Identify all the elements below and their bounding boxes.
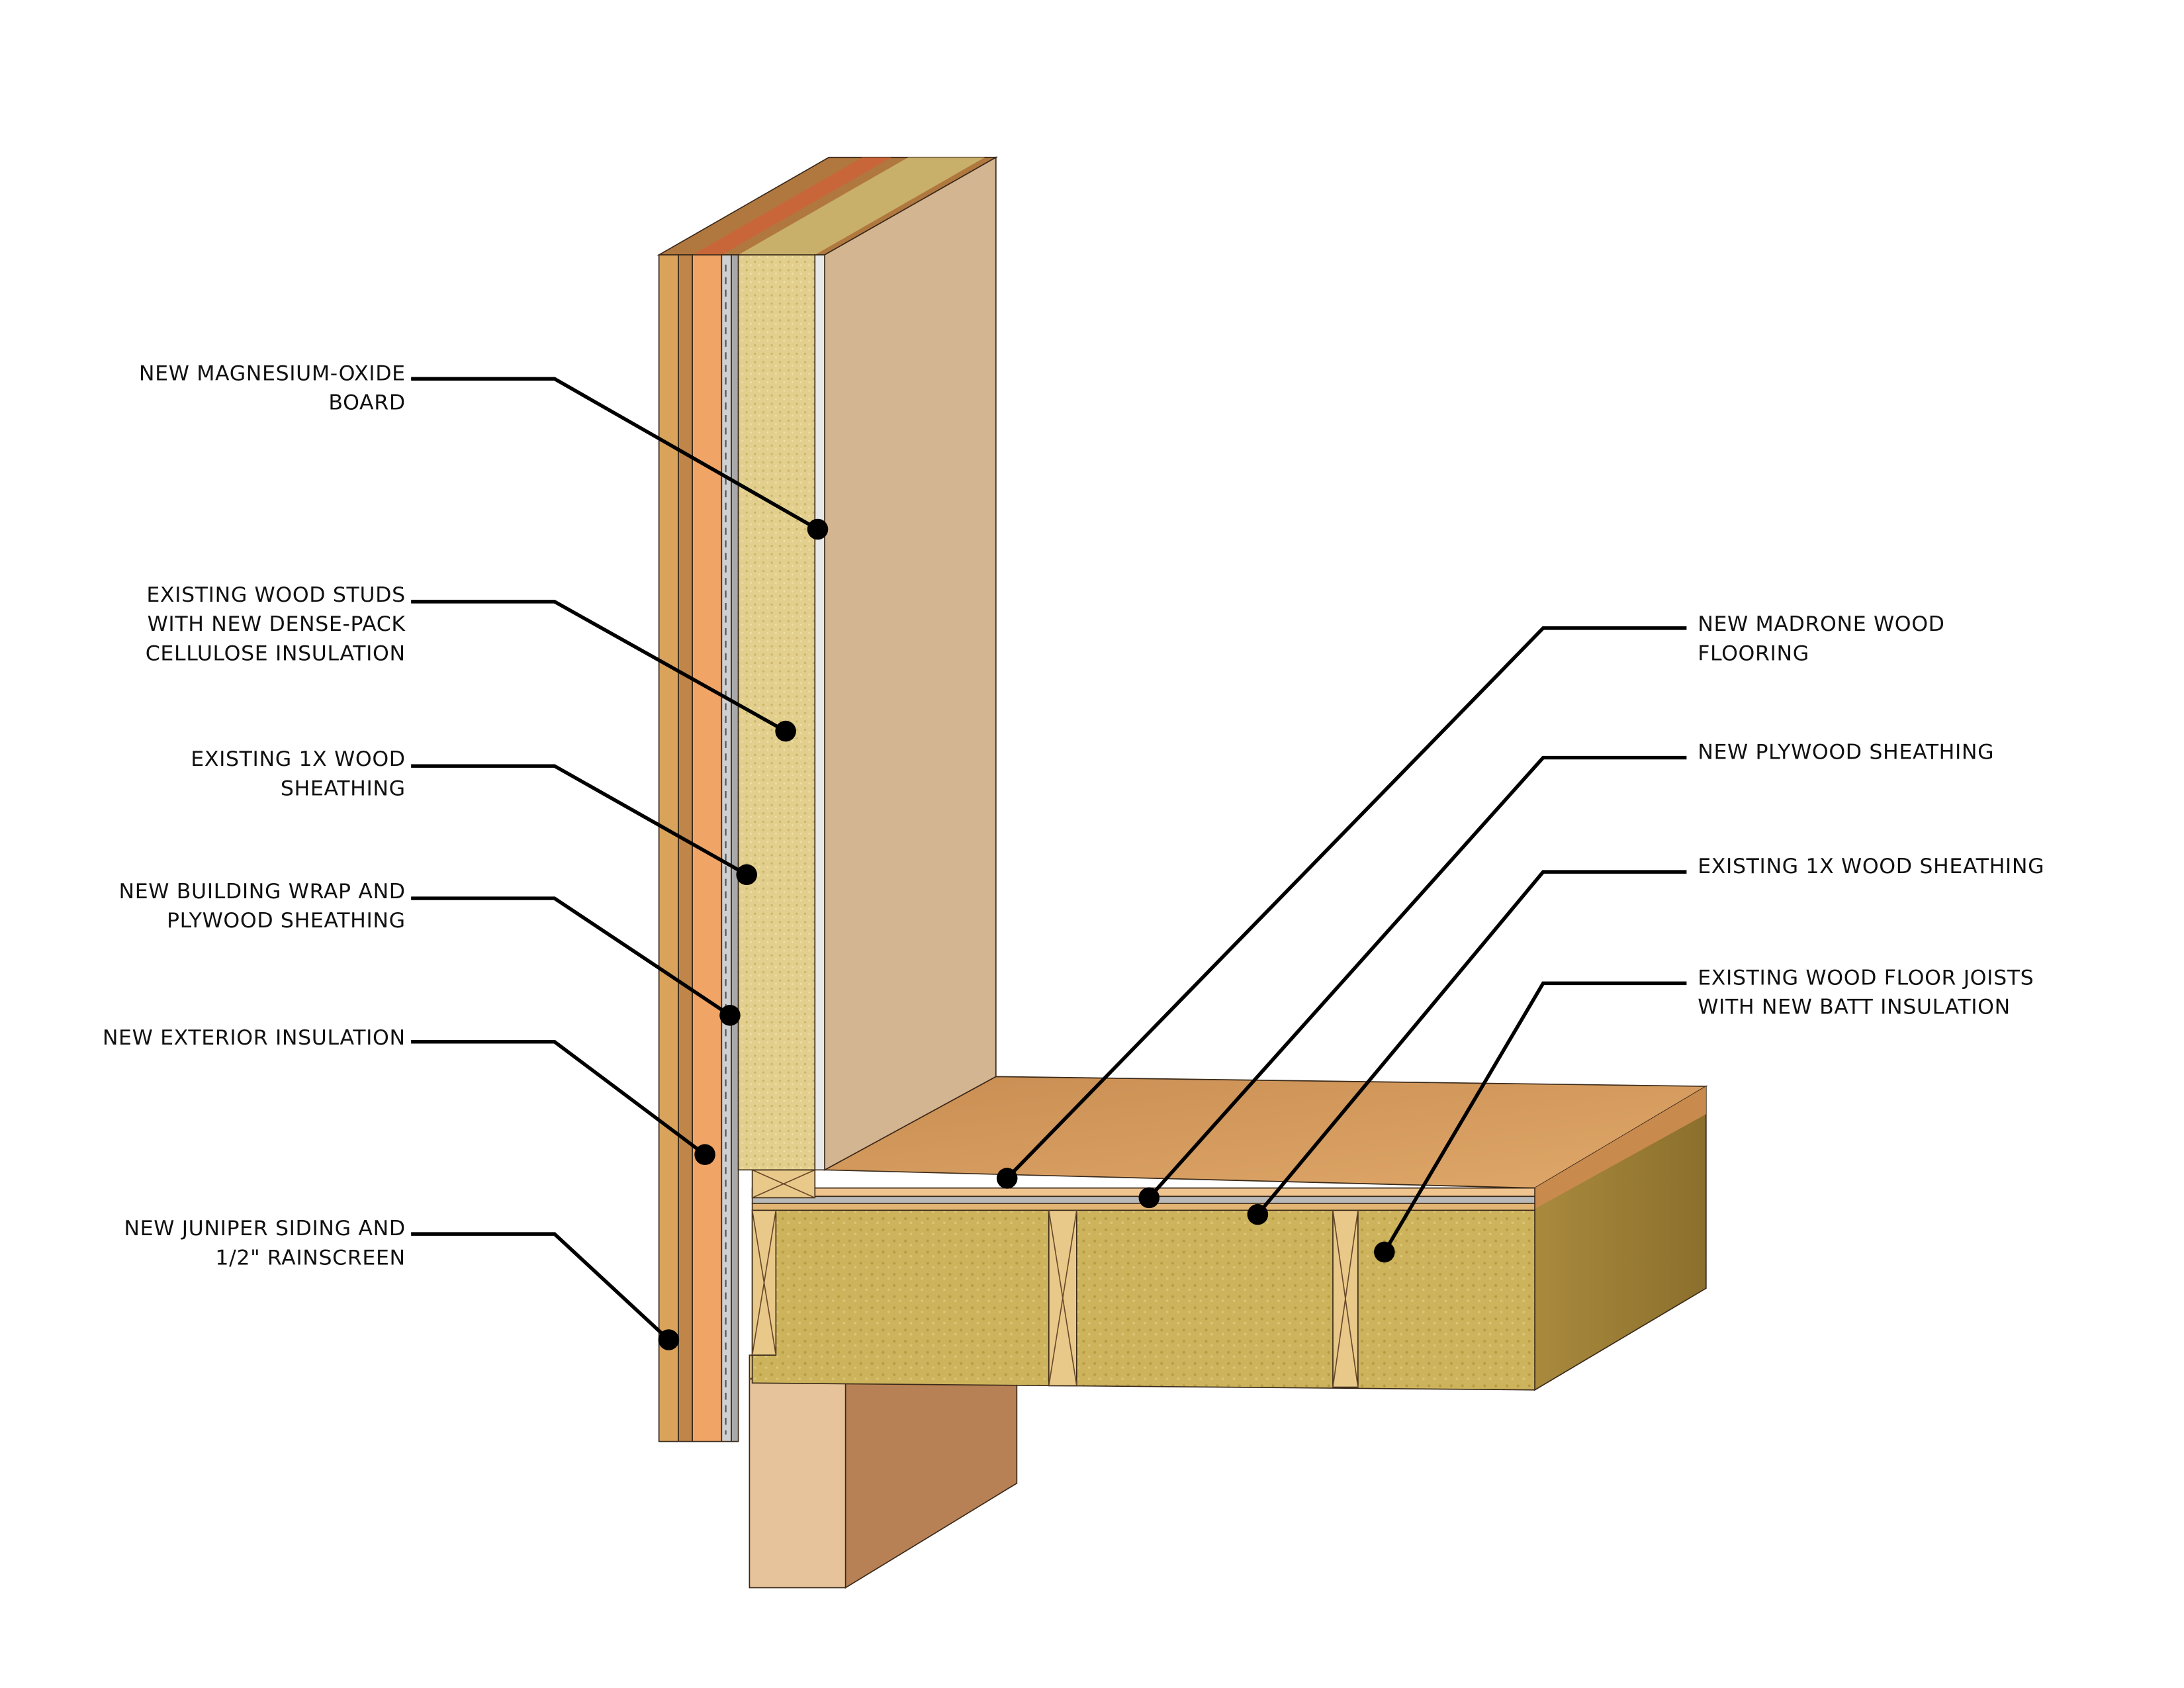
callout-building-wrap: NEW BUILDING WRAP AND PLYWOOD SHEATHING (119, 880, 741, 1026)
label-line: EXISTING WOOD STUDS (146, 583, 405, 607)
label-line: FLOORING (1698, 641, 1809, 665)
label-line: SHEATHING (281, 776, 406, 800)
label-line: PLYWOOD SHEATHING (167, 909, 406, 933)
label-line: NEW EXTERIOR INSULATION (103, 1026, 406, 1050)
svg-text:NEW EXTERIOR INSULATION: NEW EXTERIOR INSULATION (103, 1026, 406, 1050)
label-line: 1/2" RAINSCREEN (215, 1246, 405, 1270)
label-line: NEW PLYWOOD SHEATHING (1698, 741, 1994, 765)
label-line: NEW BUILDING WRAP AND (119, 880, 406, 904)
svg-text:EXISTING 1X WOOD SHEATHING: EXISTING 1X WOOD SHEATHING (1698, 855, 2044, 878)
wall-callouts: NEW MAGNESIUM-OXIDE BOARD EXISTING WOOD S… (103, 361, 829, 1350)
label-line: EXISTING WOOD FLOOR JOISTS (1698, 966, 2034, 990)
callout-mgo-board: NEW MAGNESIUM-OXIDE BOARD (139, 361, 829, 540)
label-line: WITH NEW BATT INSULATION (1698, 996, 2011, 1019)
callout-exterior-insulation: NEW EXTERIOR INSULATION (103, 1026, 715, 1165)
callout-madrone-flooring: NEW MADRONE WOOD FLOORING (996, 612, 1944, 1189)
svg-text:NEW PLYWOOD SHEATHING: NEW PLYWOOD SHEATHING (1698, 741, 1994, 765)
floor-assembly (751, 1076, 1708, 1391)
label-line: NEW JUNIPER SIDING AND (124, 1217, 405, 1241)
label-line: NEW MADRONE WOOD (1698, 612, 1944, 636)
callout-floor-joists: EXISTING WOOD FLOOR JOISTS WITH NEW BATT … (1374, 966, 2034, 1263)
foundation (749, 1354, 1018, 1589)
label-line: CELLULOSE INSULATION (146, 641, 406, 665)
floor-joists (751, 1209, 1359, 1388)
label-line: EXISTING 1X WOOD (191, 747, 405, 771)
floor-callouts: NEW MADRONE WOOD FLOORING NEW PLYWOOD SHE… (996, 612, 2044, 1263)
label-line: WITH NEW DENSE-PACK (148, 612, 406, 636)
label-line: BOARD (328, 391, 405, 415)
callout-juniper-siding: NEW JUNIPER SIDING AND 1/2" RAINSCREEN (124, 1217, 680, 1350)
callout-wall-1x-sheathing: EXISTING 1X WOOD SHEATHING (191, 747, 757, 886)
callout-floor-1x-sheathing: EXISTING 1X WOOD SHEATHING (1247, 855, 2044, 1225)
label-line: NEW MAGNESIUM-OXIDE (139, 361, 406, 385)
label-line: EXISTING 1X WOOD SHEATHING (1698, 855, 2044, 878)
callout-plywood-sheathing: NEW PLYWOOD SHEATHING (1138, 741, 1994, 1209)
callout-studs-cellulose: EXISTING WOOD STUDS WITH NEW DENSE-PACK CE… (146, 583, 796, 742)
